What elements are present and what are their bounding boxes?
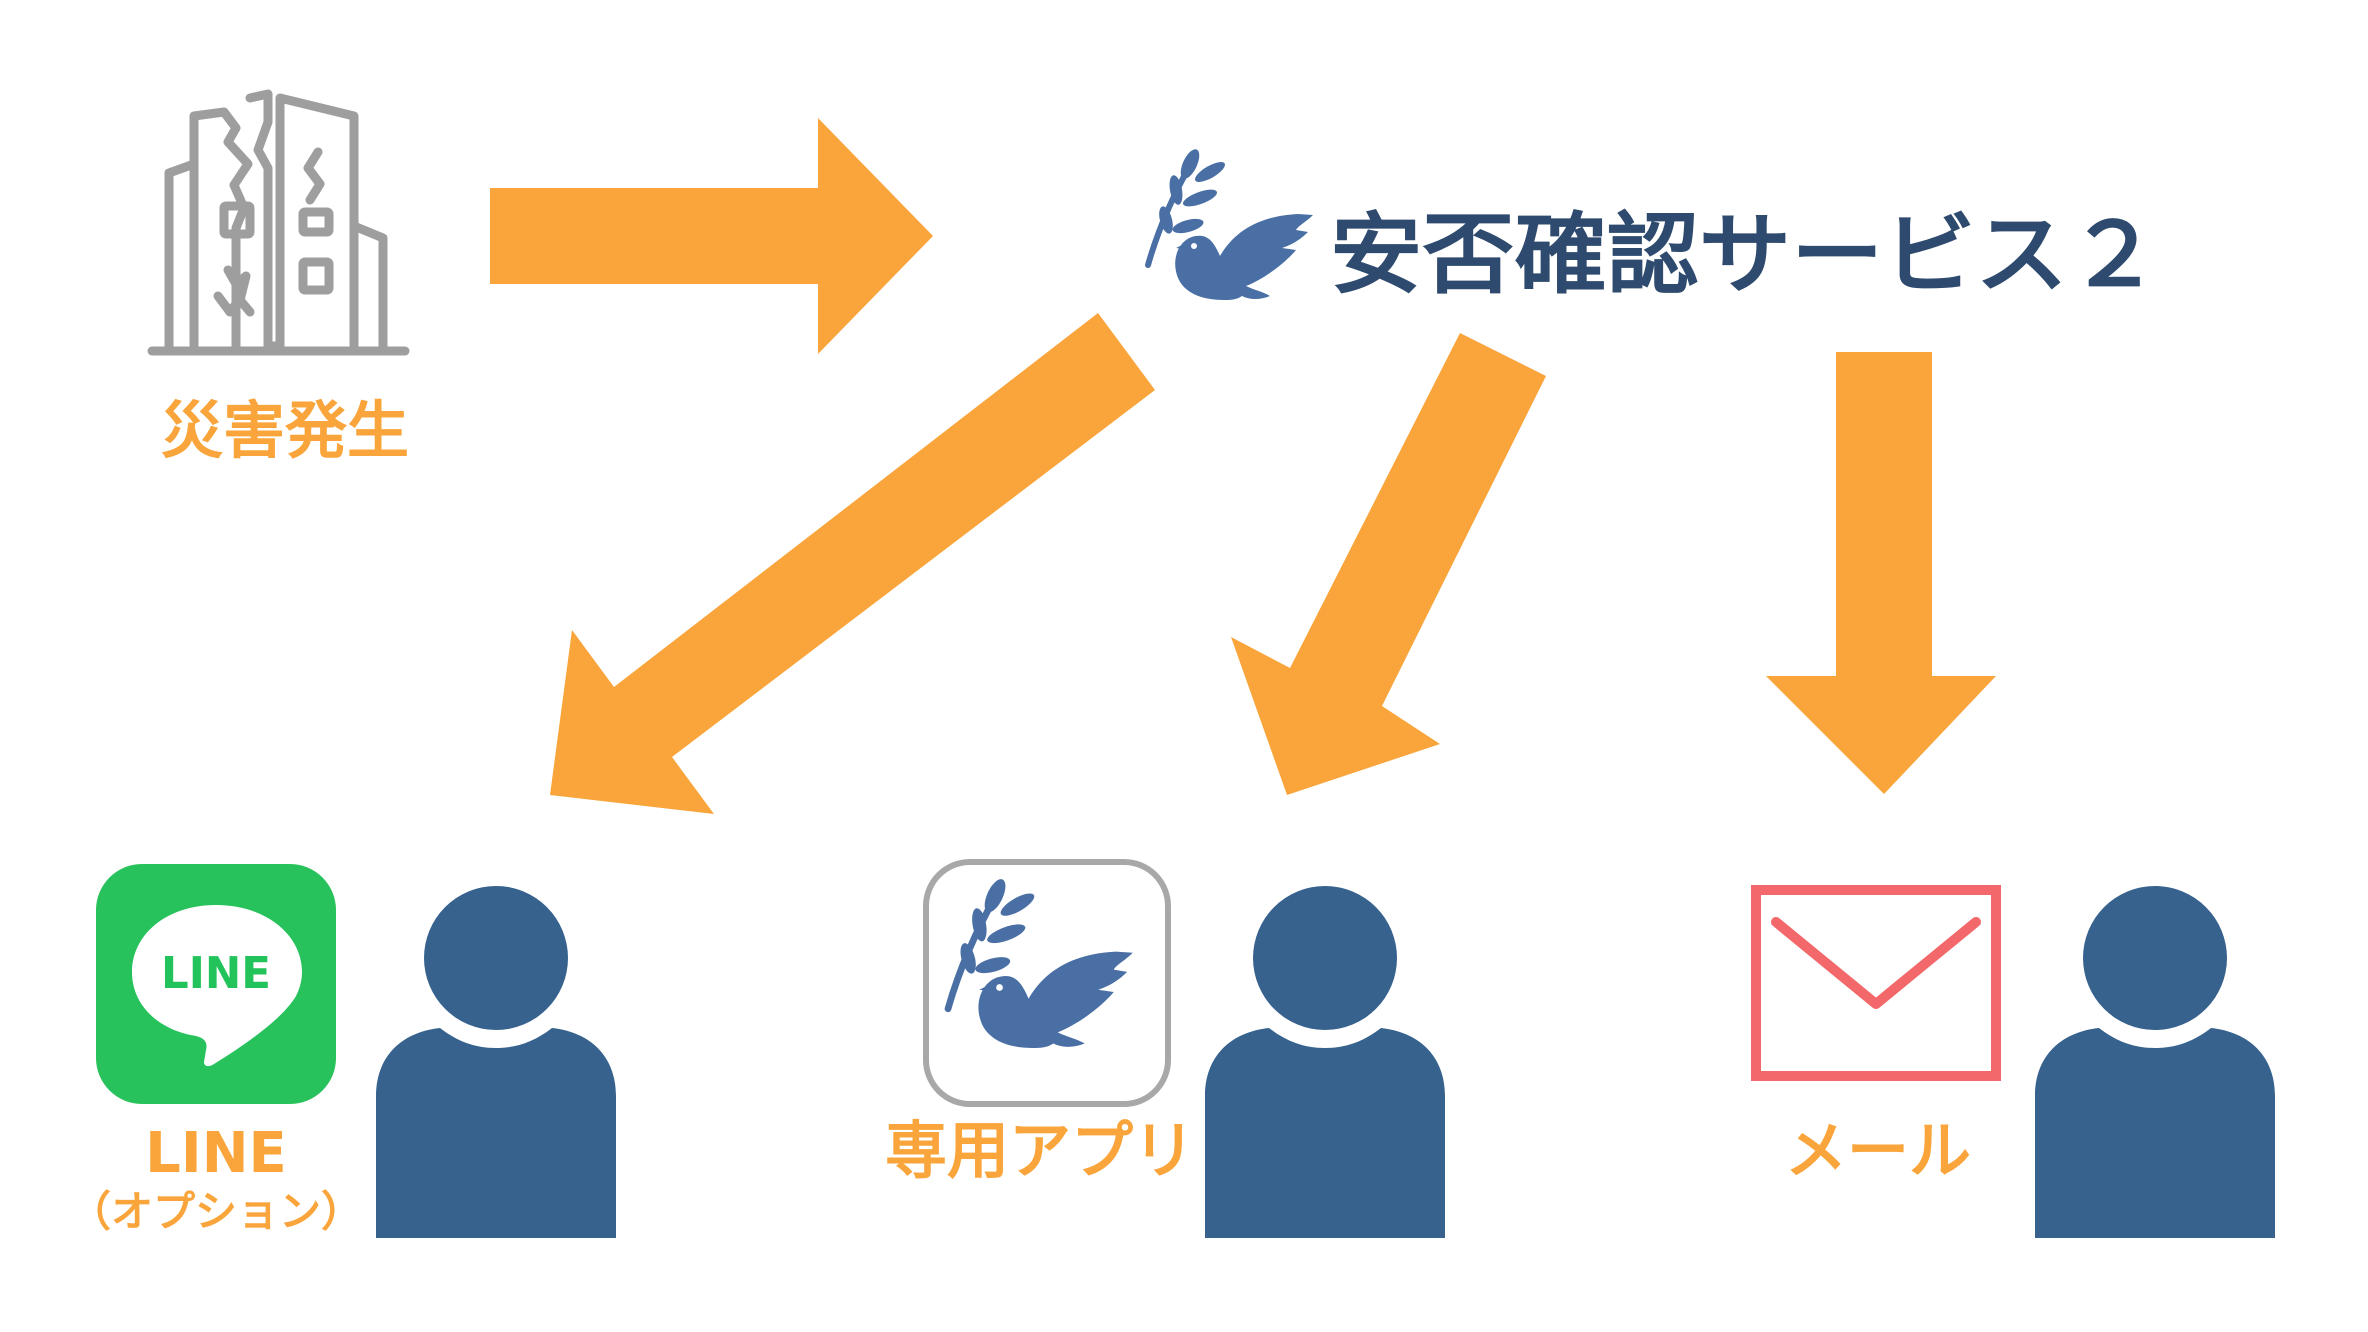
arrow-disaster-to-service [490,118,933,354]
envelope-icon [1751,885,2001,1081]
damaged-building-icon [147,89,410,356]
arrow-service-to-line [550,313,1155,814]
line-option-label: （オプション） [69,1187,363,1236]
mail-label: メール [1785,1114,1971,1187]
line-logo-text: LINE [161,948,271,999]
dove-with-olive-branch-icon [1148,147,1313,300]
service-name: 安否確認サービス２ [1330,203,2160,306]
line-label: LINE [145,1121,287,1186]
person-icon-line [376,886,616,1238]
dedicated-app-icon [923,859,1171,1107]
app-label: 専用アプリ [885,1114,1195,1187]
disaster-label: 災害発生 [161,394,409,467]
line-app-icon: LINE [96,864,336,1104]
arrow-service-to-app [1231,333,1546,795]
person-icon-app [1205,886,1445,1238]
person-icon-mail [2035,886,2275,1238]
arrow-service-to-mail [1766,352,1996,794]
